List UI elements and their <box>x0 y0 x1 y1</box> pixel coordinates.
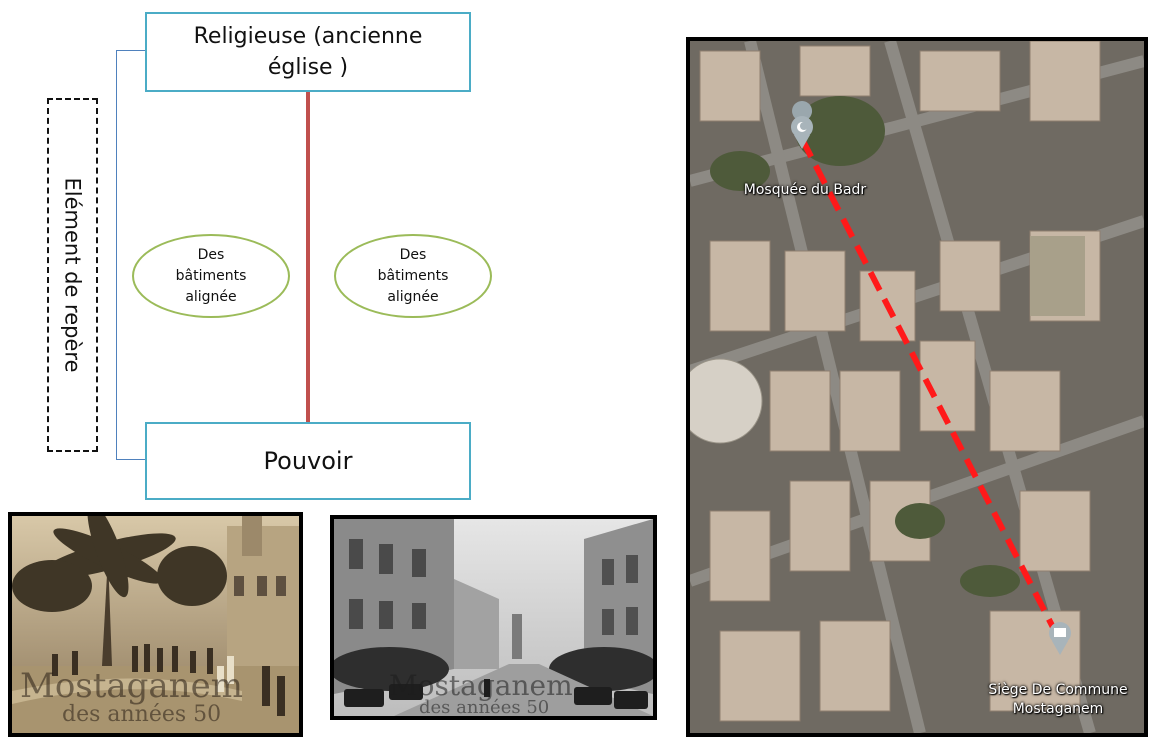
mosque-label: Mosquée du Badr <box>743 182 867 198</box>
street-photo-watermark-subtitle: des années 50 <box>419 697 550 718</box>
town-hall-label-line1: Siège De Commune <box>988 682 1128 698</box>
aligned-buildings-left: Des bâtiments alignée <box>132 234 290 318</box>
aligned-buildings-right: Des bâtiments alignée <box>334 234 492 318</box>
town-hall-pin <box>1049 622 1071 655</box>
reference-element-label-box: Elément de repère <box>47 98 98 452</box>
mosque-pin <box>791 101 813 149</box>
power-box: Pouvoir <box>145 422 471 500</box>
religious-box-text: Religieuse (ancienne église ) <box>193 24 423 80</box>
street-photo-watermark: Mostaganem <box>389 669 573 702</box>
route-line <box>799 137 1063 643</box>
street-photo-illustration <box>334 519 653 716</box>
satellite-map: Mosquée du Badr Siège De Commune Mostaga… <box>686 37 1148 737</box>
bracket-connector <box>116 50 145 460</box>
historic-photo-street: Mostaganem des années 50 <box>330 515 657 720</box>
historic-photo-square: Mostaganem des années 50 <box>8 512 303 737</box>
reference-element-label: Elément de repère <box>60 177 85 373</box>
axis-line <box>306 90 310 422</box>
religious-box: Religieuse (ancienne église ) <box>145 12 471 92</box>
square-photo-watermark-subtitle: des années 50 <box>62 702 222 727</box>
power-box-text: Pouvoir <box>263 447 353 475</box>
town-hall-label-line2: Mostaganem <box>1012 701 1104 717</box>
town-hall-label: Siège De Commune Mostaganem <box>970 681 1144 719</box>
satellite-map-illustration <box>690 41 1144 733</box>
square-photo-illustration <box>12 516 299 733</box>
square-photo-watermark: Mostaganem <box>20 666 243 706</box>
